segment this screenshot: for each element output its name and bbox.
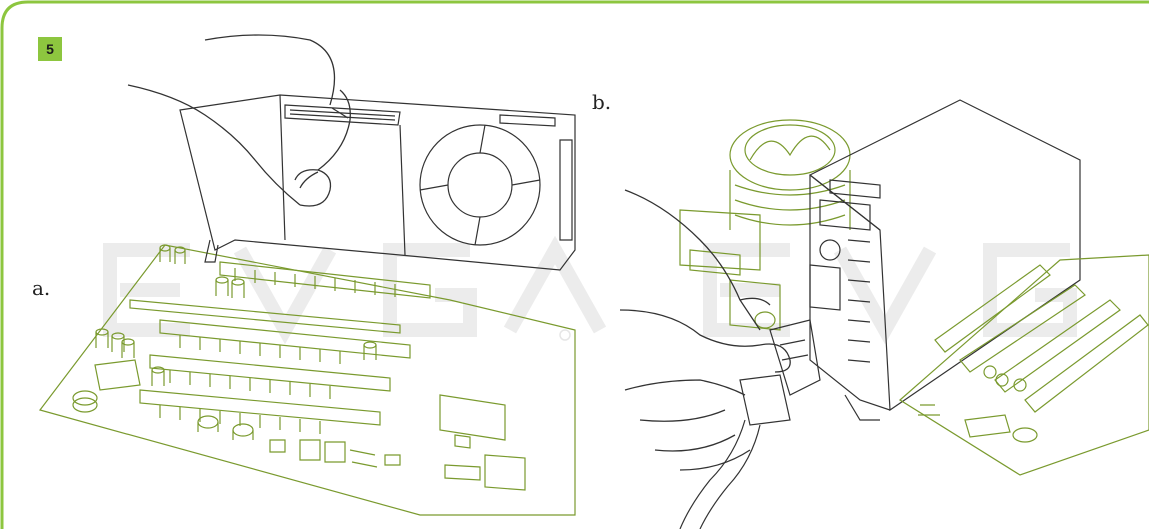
figure-label-a: a. xyxy=(32,276,51,300)
motherboard-right xyxy=(898,254,1149,476)
graphics-card xyxy=(179,94,576,271)
graphics-card-back xyxy=(808,99,1081,421)
motherboard xyxy=(38,244,576,516)
hands-b xyxy=(619,189,791,471)
hand-a xyxy=(127,34,351,207)
cpu-fan xyxy=(679,119,851,331)
figure-label-b: b. xyxy=(592,90,612,114)
cable-connector xyxy=(679,319,821,529)
step-number-badge: 5 xyxy=(38,37,62,61)
